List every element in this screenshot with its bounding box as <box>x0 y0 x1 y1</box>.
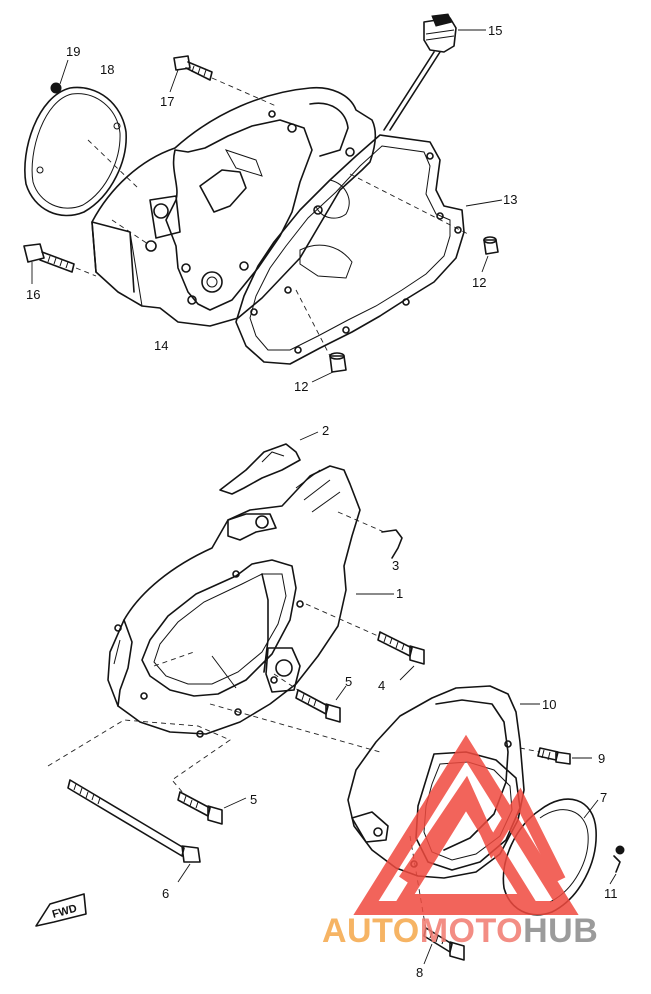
part-4-bolt <box>305 603 425 681</box>
part-3-pin <box>337 511 403 559</box>
part-9-bolt <box>537 747 592 765</box>
part-2-bracket <box>219 431 319 495</box>
part-15-dipstick <box>383 13 486 131</box>
watermark-logo <box>353 734 579 915</box>
fwd-arrow: FWD <box>35 893 87 927</box>
part-14-crankcase-cover <box>91 86 377 327</box>
watermark-text: AUTOMOTOHUB <box>322 912 598 950</box>
part-13-cover-gasket <box>235 134 503 365</box>
fwd-arrow-text: FWD <box>51 902 78 920</box>
part-1-outer-cover <box>107 465 394 738</box>
watermark: AUTOMOTOHUB <box>322 734 598 950</box>
label-18: 18 <box>100 62 114 77</box>
label-3: 3 <box>392 558 399 573</box>
label-2: 2 <box>322 423 329 438</box>
label-4: 4 <box>378 678 385 693</box>
label-7: 7 <box>600 790 607 805</box>
label-13: 13 <box>503 192 517 207</box>
label-14: 14 <box>154 338 168 353</box>
label-5-upper: 5 <box>345 674 352 689</box>
lower-assembly: FWD <box>35 431 625 965</box>
part-11-screw <box>609 845 625 885</box>
alignment-line <box>111 219 149 245</box>
label-10: 10 <box>542 697 556 712</box>
part-5-bolt-upper <box>273 673 347 723</box>
part-12-dowel-pin-lower <box>311 352 347 383</box>
alignment-line <box>519 747 541 753</box>
label-19: 19 <box>66 44 80 59</box>
alignment-line <box>349 173 469 235</box>
part-8-bolt <box>423 927 465 965</box>
part-6-stud-bolt <box>67 779 201 883</box>
alignment-line <box>153 651 195 667</box>
part-16-bolt <box>23 243 97 284</box>
label-6: 6 <box>162 886 169 901</box>
alignment-line <box>295 289 331 357</box>
alignment-line <box>87 139 139 189</box>
label-5-lower: 5 <box>250 792 257 807</box>
part-17-bolt <box>169 55 277 107</box>
watermark-text-moto: MOTO <box>420 912 523 950</box>
label-12-upper: 12 <box>472 275 486 290</box>
label-15: 15 <box>488 23 502 38</box>
alignment-line <box>209 703 381 753</box>
watermark-text-auto: AUTO <box>322 912 420 950</box>
label-9: 9 <box>598 751 605 766</box>
label-1: 1 <box>396 586 403 601</box>
part-labels: 19 18 17 15 13 12 16 14 12 2 3 1 4 5 10 … <box>26 23 618 980</box>
part-18-round-gasket <box>24 86 127 217</box>
part-5-bolt-lower <box>177 791 247 825</box>
alignment-line <box>47 719 231 795</box>
watermark-text-hub: HUB <box>523 912 598 950</box>
label-11: 11 <box>604 886 618 901</box>
upper-assembly <box>23 13 503 383</box>
label-16: 16 <box>26 287 40 302</box>
part-12-dowel-pin-upper <box>481 236 499 273</box>
label-17: 17 <box>160 94 174 109</box>
label-12-lower: 12 <box>294 379 308 394</box>
part-19-screw <box>50 59 69 94</box>
label-8: 8 <box>416 965 423 980</box>
